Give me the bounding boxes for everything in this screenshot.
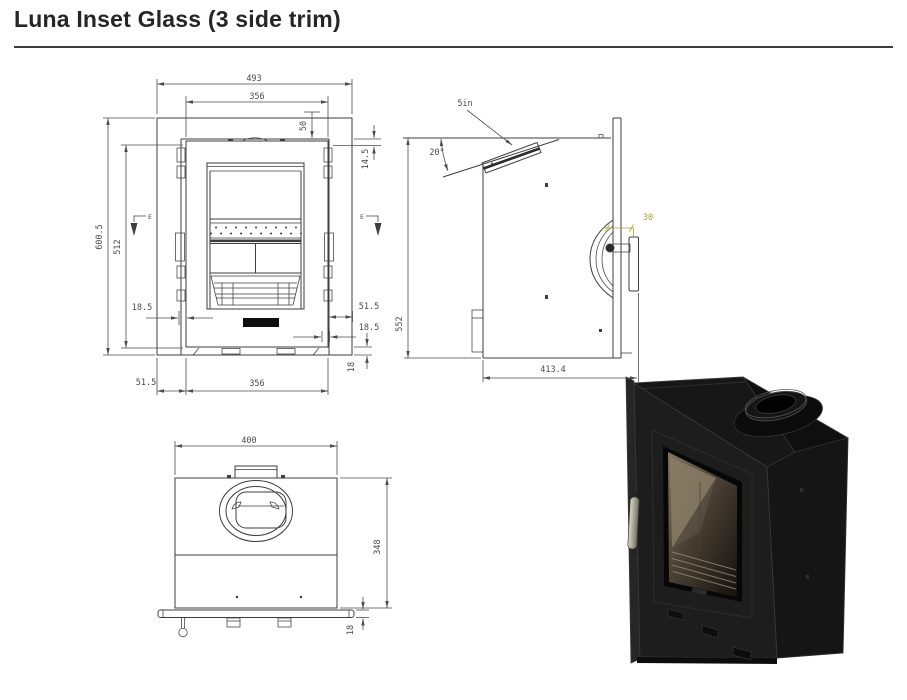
dim-side-height: 552 xyxy=(395,316,405,331)
title-divider xyxy=(14,46,893,48)
dim-front-trim-bottom: 51.5 xyxy=(136,378,156,388)
grate-slats xyxy=(671,551,737,590)
side-dimensions: 5in 20° 552 413.4 30 xyxy=(395,99,653,382)
dim-front-base-bar: 18 xyxy=(347,362,357,372)
front-base xyxy=(186,346,328,356)
dim-front-bottom-width: 356 xyxy=(249,379,264,389)
dim-top-depth: 348 xyxy=(373,539,383,554)
stove-handle xyxy=(627,491,640,556)
dim-top-width: 400 xyxy=(241,436,256,446)
firebrick-panel xyxy=(672,478,716,548)
glass-reflection xyxy=(670,457,716,548)
dim-front-lip: 14.5 xyxy=(361,149,371,169)
side-handle xyxy=(628,236,639,292)
front-dimensions: 493 356 50 14.5 600.5 512 18.5 xyxy=(95,74,381,395)
top-base-bar xyxy=(157,609,355,638)
dim-handle-offset: 30 xyxy=(603,213,653,236)
front-view-drawing: E E 493 356 50 14.5 xyxy=(95,74,382,395)
section-label: E xyxy=(360,213,364,221)
section-marker-right: E xyxy=(360,213,382,236)
log-retainer xyxy=(210,275,301,306)
top-dimensions: 400 348 18 xyxy=(174,436,392,635)
dim-side-flue-angle: 20° xyxy=(429,148,444,158)
top-flue-opening xyxy=(219,480,293,542)
latch-tab xyxy=(701,624,719,639)
stove-side-face xyxy=(766,437,849,659)
dim-front-gap-right: 18.5 xyxy=(359,323,379,333)
handle-knob xyxy=(178,627,188,638)
door-logo-plate xyxy=(691,587,708,595)
stove-3d-render xyxy=(625,376,850,664)
dim-front-overall-width: 493 xyxy=(246,74,261,84)
brand-logo xyxy=(243,318,279,327)
dim-top-base-bar: 18 xyxy=(346,625,356,635)
dim-side-flue-size: 5in xyxy=(457,99,472,109)
dim-side-depth: 413.4 xyxy=(540,365,566,375)
dim-front-gap-left: 18.5 xyxy=(132,303,152,313)
dim-front-overall-height: 600.5 xyxy=(95,224,105,250)
stove-door-outline xyxy=(651,429,753,619)
latch-tab xyxy=(667,608,684,621)
side-flue-collar xyxy=(481,141,542,174)
dim-front-inner-height: 512 xyxy=(113,239,123,254)
top-view-outline xyxy=(174,465,338,609)
side-door-and-handle xyxy=(589,219,639,299)
svg-text:30: 30 xyxy=(643,213,653,223)
dim-front-trim-side: 51.5 xyxy=(359,302,379,312)
stove-bottom-edge xyxy=(637,657,777,664)
dim-front-inner-width: 356 xyxy=(249,92,264,102)
side-view-drawing: 5in 20° 552 413.4 30 xyxy=(395,99,653,382)
stove-flue-collar xyxy=(733,388,823,438)
top-view-drawing: 400 348 18 xyxy=(157,436,392,638)
page-title: Luna Inset Glass (3 side trim) xyxy=(14,6,341,32)
side-view-outline xyxy=(403,117,632,359)
latch-tab xyxy=(732,646,752,661)
dim-front-flue-offset: 50 xyxy=(299,121,309,131)
front-door xyxy=(206,162,305,327)
section-label: E xyxy=(148,213,152,221)
section-marker-left: E xyxy=(130,213,152,236)
